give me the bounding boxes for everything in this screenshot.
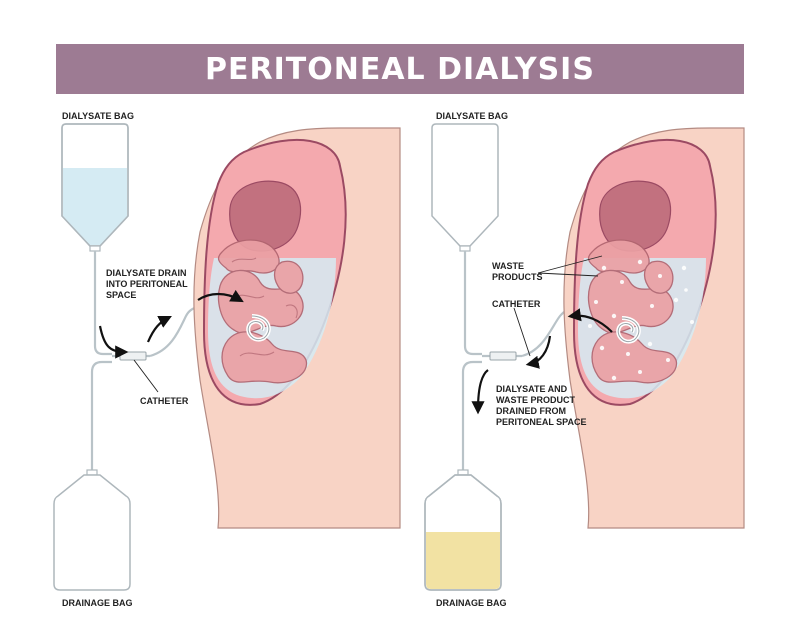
right-drainage-bag-label: DRAINAGE BAG	[436, 598, 507, 608]
right-body	[563, 127, 745, 529]
page-title: PERITONEAL DIALYSIS	[205, 51, 595, 87]
left-drainage-bag	[53, 469, 131, 591]
right-drainage-bag	[424, 469, 502, 591]
left-dialysate-bag	[61, 123, 129, 252]
left-tube-connector	[119, 351, 147, 361]
left-body	[193, 127, 401, 529]
left-catheter-leader	[133, 359, 159, 393]
right-panel	[424, 123, 745, 591]
right-dialysate-bag	[431, 123, 499, 252]
right-dialysate-bag-label: DIALYSATE BAG	[436, 111, 509, 121]
left-flow-label: DIALYSATE DRAIN INTO PERITONEAL SPACE	[106, 268, 188, 300]
right-label-leaders	[513, 255, 603, 357]
right-flow-arrows	[471, 308, 613, 415]
title-banner: PERITONEAL DIALYSIS	[56, 44, 744, 94]
left-drainage-bag-label: DRAINAGE BAG	[62, 598, 133, 608]
left-dialysate-bag-label: DIALYSATE BAG	[62, 111, 135, 121]
right-catheter-label: CATHETER	[492, 299, 541, 309]
waste-particles	[588, 259, 694, 381]
left-panel	[53, 123, 401, 591]
right-flow-label: DIALYSATE AND WASTE PRODUCT DRAINED FROM…	[496, 384, 587, 427]
waste-products-label: WASTE PRODUCTS	[492, 261, 543, 282]
left-flow-arrows	[98, 289, 244, 359]
left-catheter-label: CATHETER	[140, 396, 189, 406]
right-tube-connector	[489, 351, 517, 361]
